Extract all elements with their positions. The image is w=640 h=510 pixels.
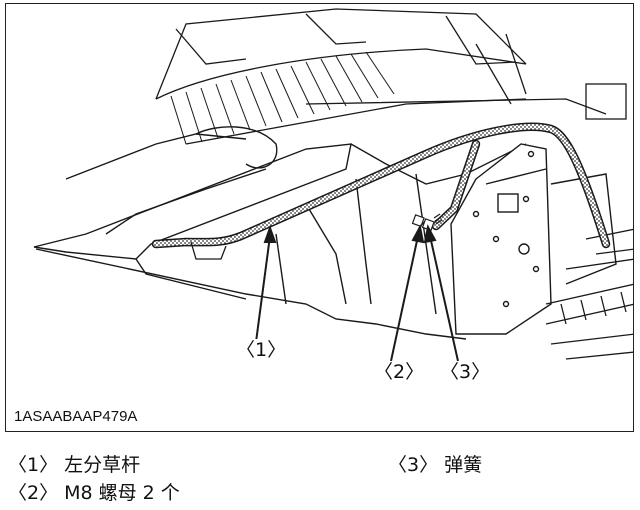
crawler-track: [545, 228, 633, 360]
legend-item-3: 〈3〉弹簧: [388, 453, 482, 477]
legend-number: 〈3〉: [388, 454, 439, 476]
legend-item-1: 〈1〉左分草杆: [8, 453, 140, 477]
callout-2: 〈2〉: [372, 361, 427, 383]
legend-text: 弹簧: [444, 454, 483, 476]
callout-3: 〈3〉: [438, 361, 493, 383]
machine-illustration: [33, 8, 633, 362]
legend-text: M8 螺母 2 个: [64, 482, 180, 504]
side-panel: [450, 143, 617, 335]
header-body: [33, 126, 527, 340]
reel-assembly: [155, 8, 627, 145]
legend-text: 左分草杆: [64, 454, 141, 476]
legend-number: 〈1〉: [8, 454, 59, 476]
legend-item-2: 〈2〉M8 螺母 2 个: [8, 481, 180, 505]
nut-and-spring: [411, 213, 443, 232]
leader-lines: [255, 224, 459, 362]
figure-code: 1ASAABAAP479A: [14, 408, 138, 425]
figure-frame: 〈1〉 〈2〉 〈3〉 1ASAABAAP479A: [5, 3, 634, 432]
callout-1: 〈1〉: [234, 339, 289, 361]
legend-number: 〈2〉: [8, 482, 59, 504]
